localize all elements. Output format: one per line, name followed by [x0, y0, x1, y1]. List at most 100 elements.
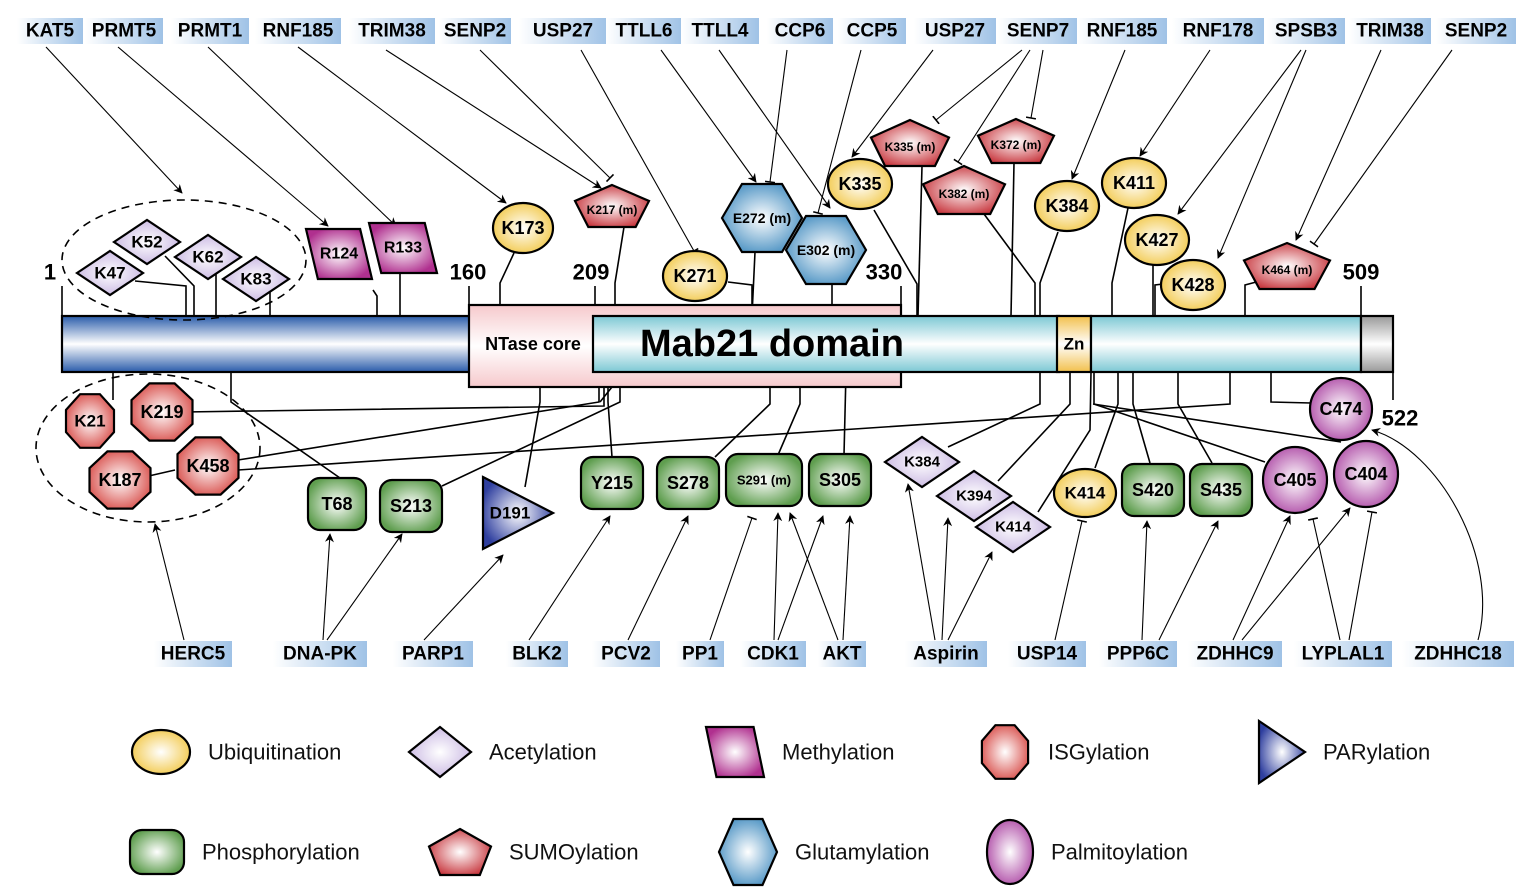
enzyme-label-bottom-blk2: BLK2: [512, 644, 562, 665]
enzyme-label-bottom-pp1: PP1: [682, 644, 718, 665]
site-top-k217-m-sumoylation-icon: [573, 183, 651, 229]
stem-bottom-c474-palmitoylation: [1270, 372, 1312, 404]
regulation-top-0: [45, 46, 183, 194]
enzyme-label-top-senp7: SENP7: [1007, 21, 1069, 42]
position-label-1: 1: [44, 260, 56, 285]
position-label-522: 522: [1382, 406, 1419, 431]
c-terminal-mab21-region: [1089, 314, 1363, 374]
regulation-bottom-2: [326, 533, 403, 641]
stem-top-k335-m: [917, 165, 923, 317]
site-bottom-c405-palmitoylation-icon: [1261, 445, 1329, 515]
site-bottom-s305-phosphorylation-icon: [807, 452, 873, 508]
enzyme-label-top-senp2: SENP2: [1445, 21, 1507, 42]
site-bottom-k414-ubiquitination-icon: [1052, 467, 1118, 519]
site-label-bottom-t68-phosphorylation: T68: [321, 494, 352, 514]
stem-bottom-s213-phosphorylation: [441, 387, 621, 487]
regulation-bottom-1: [322, 533, 334, 641]
site-top-r133-methylation-icon: [367, 221, 439, 275]
site-bottom-c404-palmitoylation-icon: [1332, 439, 1400, 509]
site-top-k372-m-sumoylation-icon: [976, 117, 1056, 165]
stem-bottom-s420-phosphorylation: [1132, 372, 1151, 464]
site-label-bottom-k219-isgylation: K219: [140, 402, 183, 422]
site-bottom-k21-isgylation-icon: [64, 393, 116, 449]
enzyme-box-bottom-zdhhc9: [1188, 641, 1282, 667]
regulation-top-18: [1217, 49, 1307, 259]
regulation-top-7: [660, 49, 757, 183]
regulation-top-16: [1139, 49, 1211, 157]
regulation-bottom-10: [842, 515, 855, 641]
site-label-bottom-k384-acetylation: K384: [904, 454, 941, 471]
site-top-k382-m-sumoylation-icon: [921, 164, 1007, 216]
isgylation-group-outline: [35, 373, 261, 523]
regulation-top-19: [1295, 49, 1382, 241]
regulation-bottom-18: [1241, 507, 1351, 641]
site-label-bottom-k21-isgylation: K21: [74, 412, 105, 431]
site-label-bottom-s213-phosphorylation: S213: [390, 496, 432, 516]
site-top-e272-m-glutamylation-icon: [720, 182, 804, 254]
enzyme-box-bottom-pp1: [676, 641, 724, 667]
regulation-bottom-11: [904, 483, 936, 641]
site-label-top-k384: K384: [1045, 196, 1088, 216]
enzyme-label-bottom-herc5: HERC5: [161, 644, 226, 665]
regulation-bottom-19: [1307, 517, 1341, 641]
site-label-bottom-k414-acetylation: K414: [995, 519, 1032, 536]
enzyme-box-bottom-herc5: [154, 641, 232, 667]
regulation-bottom-3: [423, 554, 504, 641]
site-label-bottom-y215-phosphorylation: Y215: [591, 473, 633, 493]
enzyme-box-bottom-akt: [818, 641, 866, 667]
site-bottom-s291-m-phosphorylation-icon: [724, 452, 804, 508]
enzyme-label-top-senp2: SENP2: [444, 21, 506, 42]
enzyme-box-top-ccp5: [838, 18, 906, 44]
stem-bottom-k458-isgylation: [237, 387, 600, 461]
enzyme-box-top-rnf185: [255, 18, 341, 44]
regulation-bottom-0: [152, 523, 185, 641]
site-top-k47-acetylation-icon: [75, 249, 145, 297]
site-label-bottom-k458-isgylation: K458: [186, 456, 229, 476]
legend-palmitoylation-icon: [985, 818, 1035, 886]
regulation-top-6: [580, 49, 699, 255]
site-bottom-s420-phosphorylation-icon: [1120, 462, 1186, 518]
enzyme-label-top-kat5: KAT5: [26, 21, 75, 42]
stem-bottom-y215-extra: [599, 386, 613, 403]
enzyme-box-bottom-dna-pk: [273, 641, 367, 667]
regulation-bottom-15: [1141, 520, 1152, 641]
legend-methylation-icon: [704, 725, 766, 779]
regulation-zdhhc18-c474: [1371, 427, 1484, 641]
position-label-330: 330: [866, 260, 903, 285]
stem-top-k384: [1039, 231, 1059, 316]
legend-label-sumoylation: SUMOylation: [509, 840, 639, 865]
enzyme-label-bottom-aspirin: Aspirin: [913, 644, 978, 665]
legend-label-palmitoylation: Palmitoylation: [1051, 840, 1188, 865]
site-label-bottom-k394-acetylation: K394: [956, 488, 993, 505]
enzyme-label-bottom-zdhhc18: ZDHHC18: [1414, 644, 1502, 665]
enzyme-box-top-usp27: [914, 18, 996, 44]
site-label-bottom-s305-phosphorylation: S305: [819, 470, 861, 490]
legend-sumoylation-icon: [427, 827, 493, 877]
site-label-top-k335: K335: [838, 174, 881, 194]
enzyme-label-top-usp27: USP27: [925, 21, 985, 42]
enzyme-box-bottom-pcv2: [592, 641, 660, 667]
site-bottom-y215-phosphorylation-icon: [579, 455, 645, 511]
regulation-bottom-4: [528, 515, 611, 641]
stem-bottom-k414-ubiquitination: [1094, 372, 1119, 469]
enzyme-box-bottom-cdk1: [740, 641, 806, 667]
enzyme-box-top-trim38: [349, 18, 435, 44]
enzyme-box-top-trim38: [1349, 18, 1431, 44]
site-label-bottom-s291-m-phosphorylation: S291 (m): [737, 473, 791, 488]
enzyme-box-top-ttll6: [606, 18, 682, 44]
regulation-bottom-8: [777, 515, 825, 641]
mab21-domain-label: Mab21 domain: [640, 323, 904, 365]
site-top-k52-acetylation-icon: [112, 218, 182, 266]
legend-parylation-icon: [1257, 718, 1307, 786]
regulation-bottom-6: [709, 515, 757, 641]
regulation-bottom-14: [1054, 519, 1088, 641]
enzyme-label-top-usp27: USP27: [533, 21, 593, 42]
site-top-k427-ubiquitination-icon: [1123, 213, 1191, 267]
enzyme-label-bottom-akt: AKT: [822, 644, 861, 665]
enzyme-box-top-usp27: [519, 18, 607, 44]
site-bottom-s278-phosphorylation-icon: [655, 455, 721, 511]
stem-top-k372-m: [1010, 162, 1015, 317]
site-label-bottom-c405-palmitoylation: C405: [1273, 470, 1316, 490]
